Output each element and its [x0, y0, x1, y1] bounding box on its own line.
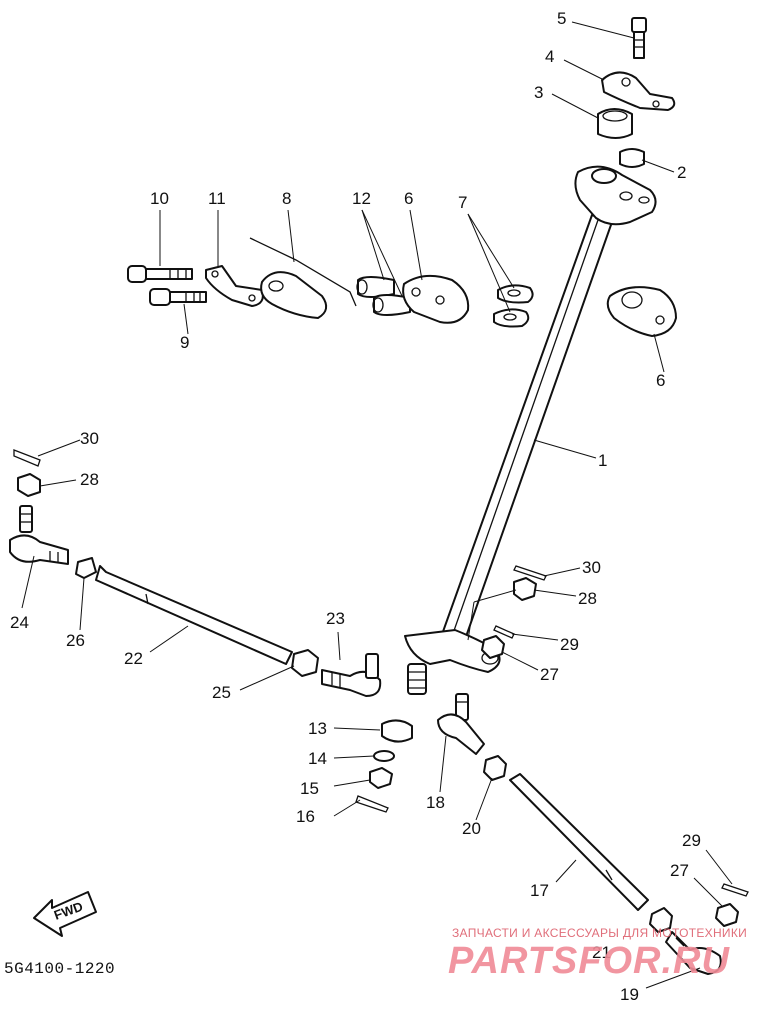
- bolt-9: [149, 288, 207, 306]
- callout-25: 25: [212, 683, 231, 702]
- cotter-pin-29-lower: [721, 883, 749, 897]
- holder-6-left: [402, 274, 470, 324]
- cotter-pin-16: [355, 795, 389, 813]
- callout-7: 7: [458, 193, 467, 212]
- callout-12: 12: [352, 189, 371, 208]
- bolt-10: [127, 265, 193, 283]
- callout-17: 17: [530, 881, 549, 900]
- callout-1: 1: [598, 451, 607, 470]
- forward-arrow-icon: FWD: [33, 891, 97, 937]
- callout-9: 9: [180, 333, 189, 352]
- watermark-tagline: ЗАПЧАСТИ И АКСЕССУАРЫ ДЛЯ МОТОТЕХНИКИ: [452, 926, 748, 940]
- callout-3: 3: [534, 83, 543, 102]
- nut-27-upper: [481, 635, 505, 659]
- bushing-2: [619, 148, 645, 168]
- callout-6-right: 6: [656, 371, 665, 390]
- tie-rod-end-24: [9, 505, 69, 565]
- callout-14: 14: [308, 749, 327, 768]
- callout-6-left: 6: [404, 189, 413, 208]
- tie-rod-end-18: [437, 693, 485, 755]
- callout-24: 24: [10, 613, 29, 632]
- collars-12: [356, 276, 411, 316]
- callout-13: 13: [308, 719, 327, 738]
- nuts-7: [493, 284, 534, 328]
- cotter-pin-30-right: [513, 565, 547, 581]
- nut-26: [75, 557, 97, 579]
- callout-8: 8: [282, 189, 291, 208]
- watermark-logo: PARTSFOR.RU: [448, 940, 730, 982]
- callouts: 5 4 3 2 10 11 8 12 6 7 9 6 1 30 28 24 26…: [10, 9, 701, 1004]
- callout-29-lower: 29: [682, 831, 701, 850]
- nut-15: [369, 767, 393, 789]
- callout-30-left: 30: [80, 429, 99, 448]
- callout-20: 20: [462, 819, 481, 838]
- callout-16: 16: [296, 807, 315, 826]
- washer-13: [381, 719, 413, 743]
- callout-5: 5: [557, 9, 566, 28]
- callout-4: 4: [545, 47, 554, 66]
- callout-21: 21: [592, 943, 611, 962]
- callout-10: 10: [150, 189, 169, 208]
- callout-19: 19: [620, 985, 639, 1004]
- callout-23: 23: [326, 609, 345, 628]
- callout-30-right: 30: [582, 558, 601, 577]
- nut-27-lower: [715, 903, 739, 927]
- tie-rod-end-23: [321, 653, 382, 697]
- bolt-5: [631, 17, 647, 59]
- nut-25: [291, 649, 319, 677]
- nut-20: [483, 755, 507, 781]
- bracket-11: [205, 265, 264, 307]
- callout-28-right: 28: [578, 589, 597, 608]
- bushing-3: [597, 108, 633, 139]
- nut-28-left: [17, 473, 41, 497]
- callout-11: 11: [208, 189, 226, 208]
- washer-14: [373, 750, 395, 762]
- nut-21: [649, 907, 673, 933]
- cotter-pin-29-upper: [493, 625, 515, 639]
- callout-15: 15: [300, 779, 319, 798]
- callout-2: 2: [677, 163, 686, 182]
- callout-27-upper: 27: [540, 665, 559, 684]
- tie-rod-end-19: [665, 931, 722, 975]
- nut-28-right: [513, 577, 537, 601]
- steering-shaft: [404, 165, 657, 695]
- callout-26: 26: [66, 631, 85, 650]
- callout-28-left: 28: [80, 470, 99, 489]
- callout-22: 22: [124, 649, 143, 668]
- tie-rod-17: [509, 773, 649, 911]
- callout-18: 18: [426, 793, 445, 812]
- leader-lines: [21, 21, 733, 989]
- cotter-pin-30-left: [13, 449, 41, 467]
- lever-8: [249, 237, 357, 319]
- tie-rod-22: [95, 565, 293, 665]
- callout-27-lower: 27: [670, 861, 689, 880]
- callout-29-upper: 29: [560, 635, 579, 654]
- plate-4: [601, 71, 676, 111]
- holder-6-right: [606, 286, 677, 337]
- drawing-code: 5G4100-1220: [4, 960, 116, 978]
